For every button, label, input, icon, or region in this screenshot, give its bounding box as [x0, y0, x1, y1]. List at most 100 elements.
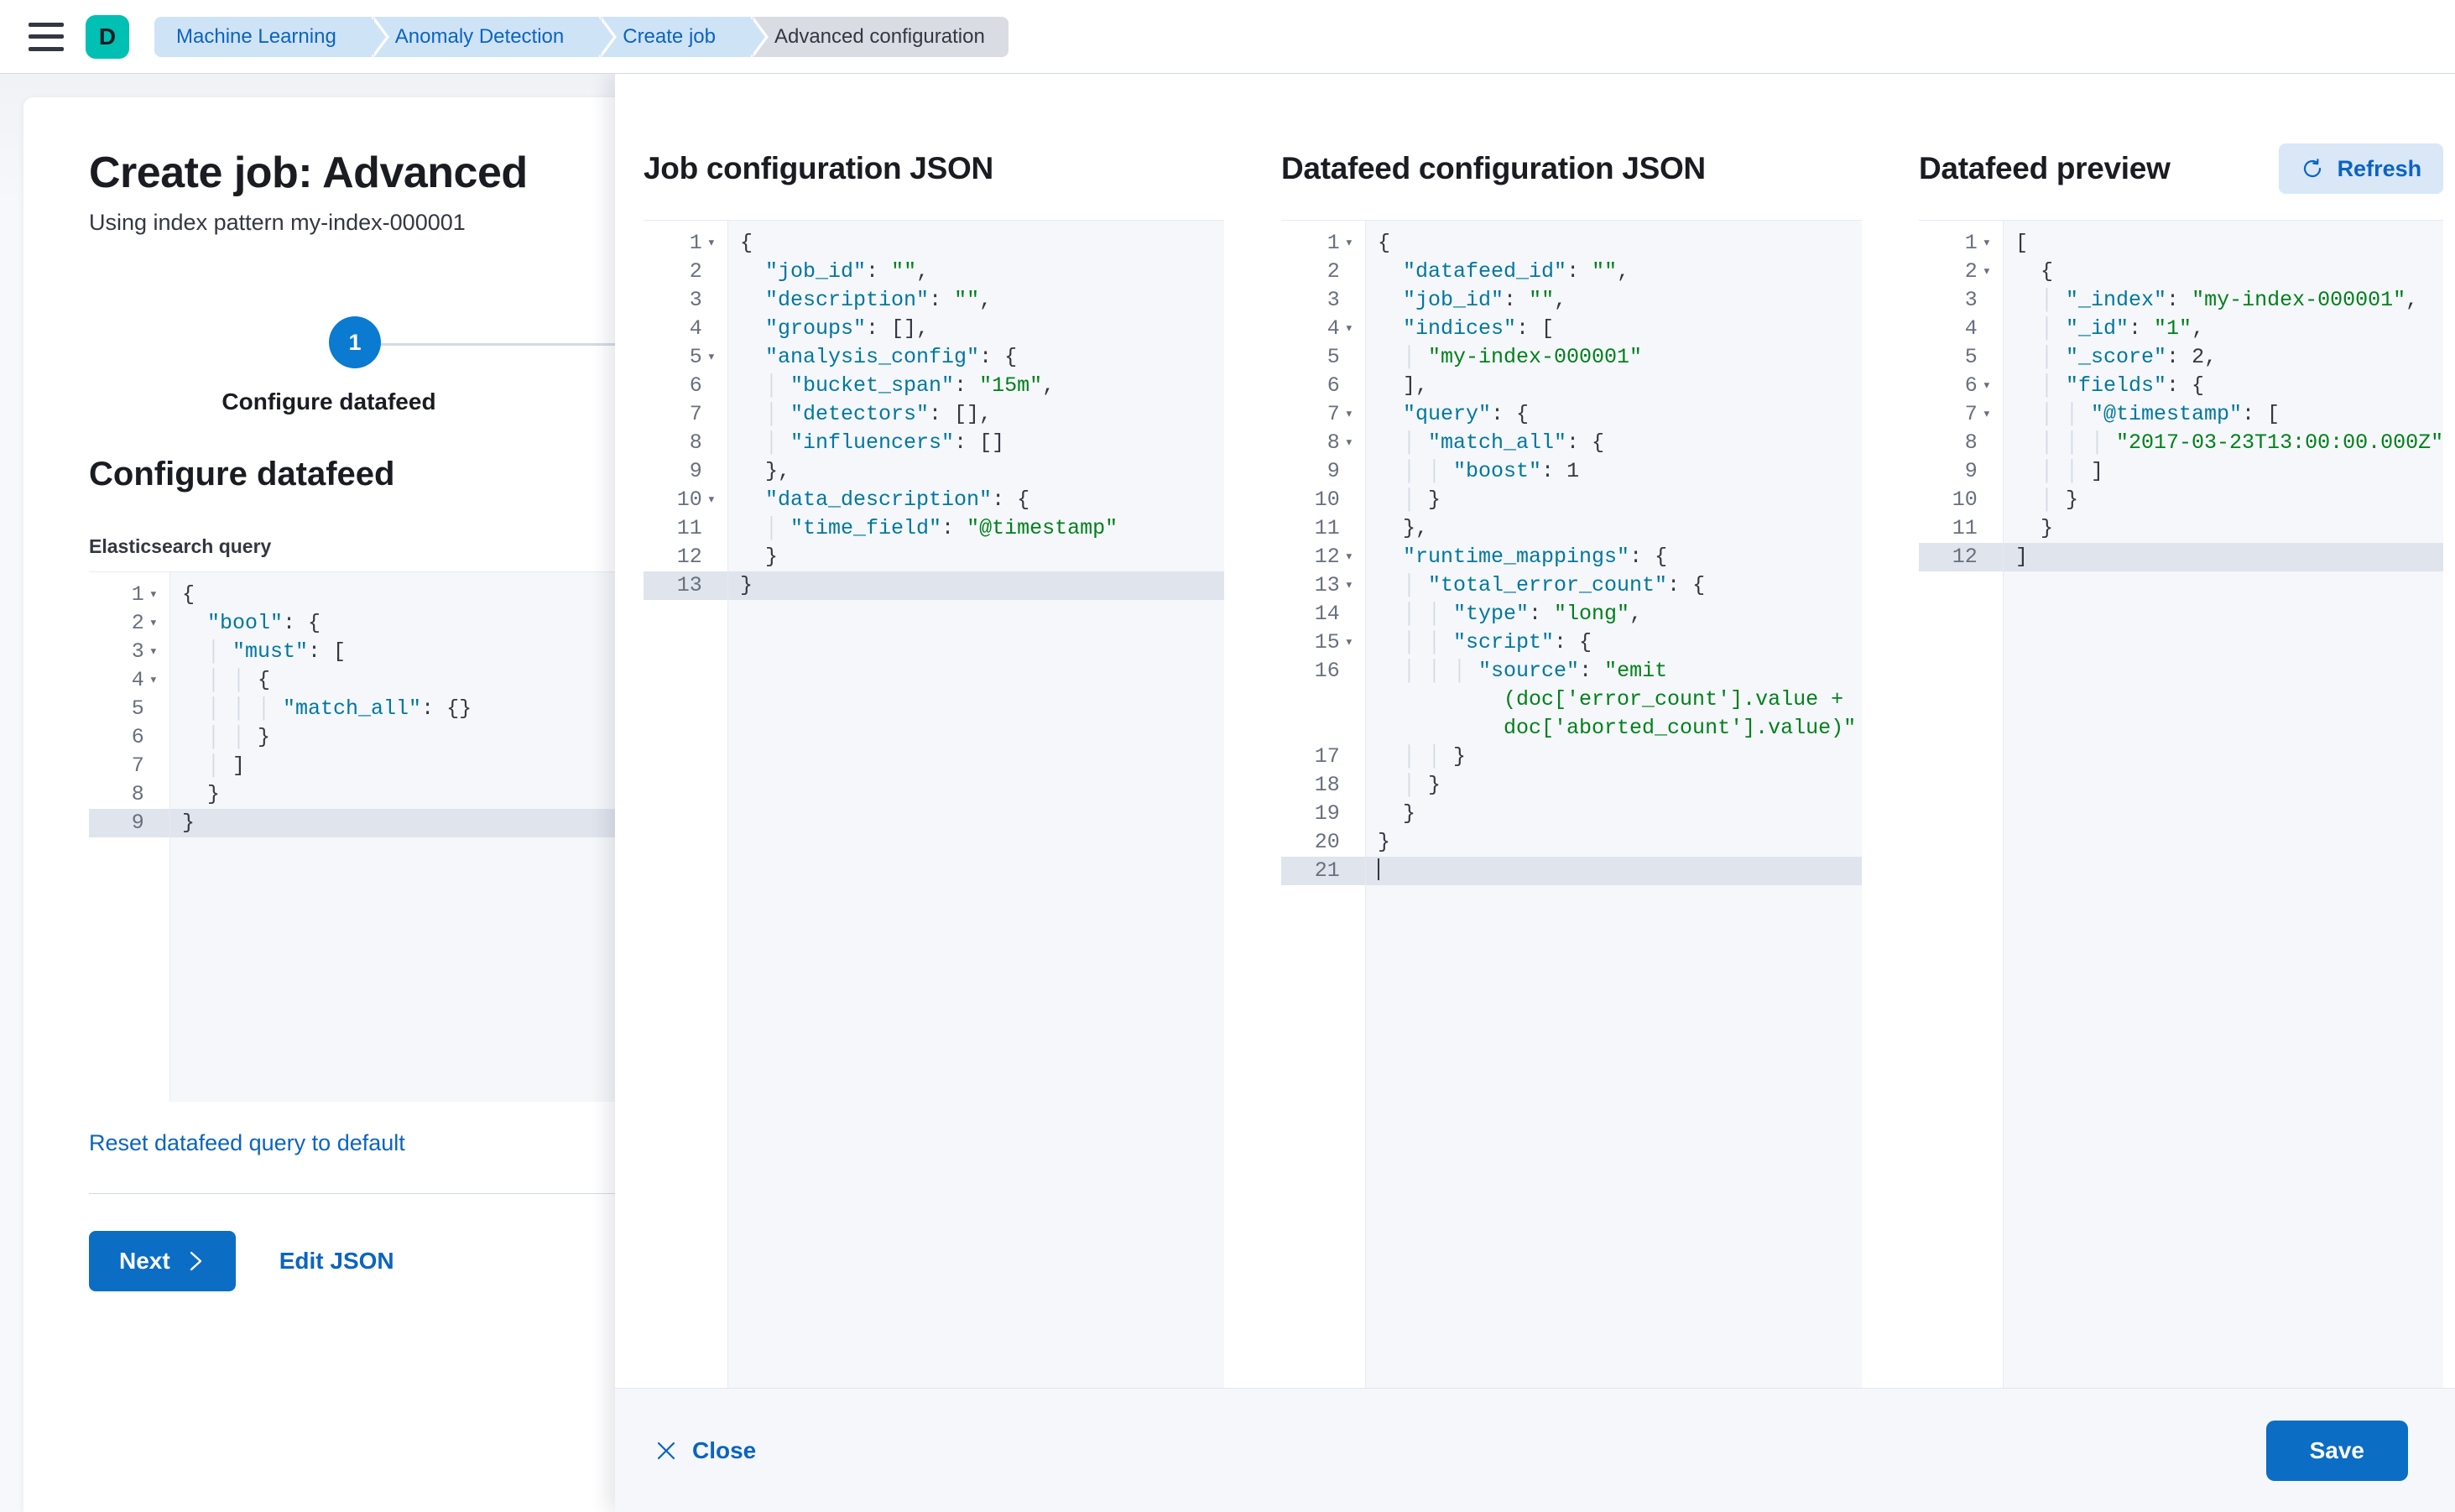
editor-line-number: 2▾ [1327, 259, 1340, 284]
flyout-editor-wrapper[interactable]: 1▾2▾3▾4▾5▾6▾7▾8▾9▾10▾11▾12▾[ { │ "_index… [1890, 220, 2455, 1388]
editor-code-line: "description": "", [765, 288, 993, 312]
editor-code-line: "data_description": { [765, 487, 1030, 512]
refresh-button-label: Refresh [2337, 155, 2422, 181]
flyout-column-0: Job configuration JSON1▾2▾3▾4▾5▾6▾7▾8▾9▾… [615, 143, 1253, 1388]
editor-line-number: 10▾ [676, 487, 716, 512]
editor-line-number: 17▾ [1314, 744, 1340, 769]
editor-code-line: │ "my-index-000001" [1378, 345, 1643, 369]
fold-arrow-icon[interactable]: ▾ [1982, 406, 1991, 423]
flyout-editor-wrapper[interactable]: 1▾2▾3▾4▾5▾6▾7▾8▾9▾10▾11▾12▾13▾14▾15▾16▾1… [1253, 220, 1890, 1388]
breadcrumb-item-0[interactable]: Machine Learning [154, 16, 389, 57]
editor-line-number: 18▾ [1314, 773, 1340, 797]
fold-arrow-icon[interactable]: ▾ [1344, 406, 1353, 423]
fold-arrow-icon[interactable]: ▾ [1344, 577, 1353, 594]
chevron-right-icon [187, 1250, 206, 1272]
editor-code-line: } [728, 571, 1224, 600]
fold-arrow-icon[interactable]: ▾ [1344, 435, 1353, 451]
editor-code-line: { [2041, 259, 2054, 284]
fold-arrow-icon[interactable]: ▾ [706, 492, 716, 508]
editor-code-area[interactable]: { "datafeed_id": "", "job_id": "", "indi… [1365, 221, 1862, 1388]
fold-arrow-icon[interactable]: ▾ [706, 349, 716, 366]
editor-code-line: │ │ } [182, 725, 271, 749]
editor-code-area[interactable]: { "job_id": "", "description": "", "grou… [727, 221, 1224, 1388]
breadcrumb-item-1[interactable]: Anomaly Detection [373, 16, 618, 57]
editor-line-number: 14▾ [1314, 602, 1340, 626]
fold-arrow-icon[interactable]: ▾ [1344, 634, 1353, 651]
editor-gutter: 1▾2▾3▾4▾5▾6▾7▾8▾9▾ [89, 572, 169, 1102]
editor-code-area[interactable]: [ { │ "_index": "my-index-000001", │ "_i… [2003, 221, 2444, 1388]
editor-line-number: 15▾ [1314, 630, 1353, 654]
breadcrumb-item-2[interactable]: Create job [601, 16, 769, 57]
fold-arrow-icon[interactable]: ▾ [149, 644, 158, 660]
editor-code-line: } [207, 782, 221, 806]
editor-code-line: ] [2004, 543, 2444, 571]
editor-line-number: 16▾ [1314, 659, 1340, 683]
close-button[interactable]: Close [655, 1437, 756, 1464]
editor-code-line: "job_id": "", [765, 259, 930, 284]
editor-gutter: 1▾2▾3▾4▾5▾6▾7▾8▾9▾10▾11▾12▾ [1919, 221, 2003, 1388]
editor-line-number: 1▾ [1964, 231, 1991, 255]
editor-code-line: │ │ ] [2015, 459, 2104, 483]
editor-line-number: 4▾ [1964, 316, 1978, 341]
editor-code-line: │ ] [182, 753, 246, 778]
fold-arrow-icon[interactable]: ▾ [1344, 549, 1353, 566]
fold-arrow-icon[interactable]: ▾ [706, 235, 716, 252]
editor-line-number: 6▾ [131, 725, 144, 749]
close-icon [655, 1440, 677, 1462]
editor-code-line: │ │ "boost": 1 [1378, 459, 1580, 483]
flyout-column-1: Datafeed configuration JSON1▾2▾3▾4▾5▾6▾7… [1253, 143, 1890, 1388]
editor-line-number: 13▾ [1314, 573, 1353, 597]
editor-line-number: 6▾ [689, 373, 702, 398]
save-button[interactable]: Save [2265, 1420, 2408, 1481]
next-button[interactable]: Next [89, 1231, 236, 1291]
breadcrumb-item-3[interactable]: Advanced configuration [752, 16, 1009, 57]
editor-line-number: 2▾ [131, 611, 158, 635]
refresh-button[interactable]: Refresh [2278, 143, 2444, 194]
editor-line-number: 19▾ [1314, 801, 1340, 826]
flyout-column-header: Job configuration JSON [615, 143, 1253, 195]
space-avatar[interactable]: D [86, 14, 129, 59]
editor-line-number: 6▾ [1327, 373, 1340, 398]
editor-line-number: 2▾ [689, 259, 702, 284]
editor-code-line: │ │ "@timestamp": [ [2015, 402, 2280, 426]
editor-code-line: { [740, 231, 753, 255]
editor-code-line: │ "detectors": [], [740, 402, 993, 426]
editor-line-number: 3▾ [1327, 288, 1340, 312]
editor-code-line: │ │ { [182, 668, 271, 692]
fold-arrow-icon[interactable]: ▾ [1982, 235, 1991, 252]
text-caret [1378, 858, 1379, 880]
editor-code-line: "indices": [ [1403, 316, 1555, 341]
editor-line-number: 8▾ [131, 782, 144, 806]
editor-code-line: │ │ │ "match_all": {} [182, 696, 472, 721]
fold-arrow-icon[interactable]: ▾ [149, 615, 158, 632]
editor-gutter: 1▾2▾3▾4▾5▾6▾7▾8▾9▾10▾11▾12▾13▾14▾15▾16▾1… [1281, 221, 1365, 1388]
wizard-divider [89, 1193, 1049, 1194]
editor-code-line: │ │ } [1378, 744, 1467, 769]
fold-arrow-icon[interactable]: ▾ [149, 672, 158, 689]
fold-arrow-icon[interactable]: ▾ [1344, 235, 1353, 252]
hamburger-icon[interactable] [29, 22, 64, 51]
editor-code-line: ], [1378, 373, 1429, 398]
fold-arrow-icon[interactable]: ▾ [1982, 263, 1991, 280]
fold-arrow-icon[interactable]: ▾ [149, 587, 158, 603]
editor-code-line: } [1378, 830, 1391, 854]
fold-arrow-icon[interactable]: ▾ [1982, 378, 1991, 394]
editor-line-number: 11▾ [1314, 516, 1340, 540]
edit-json-button[interactable]: Edit JSON [279, 1248, 394, 1274]
fold-arrow-icon[interactable]: ▾ [1344, 321, 1353, 337]
editor-line-number: 9▾ [1327, 459, 1340, 483]
flyout-column-title: Datafeed preview [1919, 151, 2171, 185]
editor-line-number: 7▾ [131, 753, 144, 778]
advanced-configuration-flyout: Job configuration JSON1▾2▾3▾4▾5▾6▾7▾8▾9▾… [615, 74, 2455, 1512]
editor-line-number: 6▾ [1964, 373, 1991, 398]
editor-line-number: 3▾ [689, 288, 702, 312]
stepper-step-1[interactable]: 1 [329, 316, 381, 368]
reset-datafeed-query-link[interactable]: Reset datafeed query to default [89, 1130, 405, 1155]
flyout-editor-wrapper[interactable]: 1▾2▾3▾4▾5▾6▾7▾8▾9▾10▾11▾12▾13▾{ "job_id"… [615, 220, 1253, 1388]
editor-code-line: "query": { [1403, 402, 1530, 426]
editor-line-number: 1▾ [131, 582, 158, 607]
editor-line-number: 12▾ [1919, 543, 2003, 571]
editor-line-number: 9▾ [689, 459, 702, 483]
editor-line-number: 7▾ [1327, 402, 1353, 426]
